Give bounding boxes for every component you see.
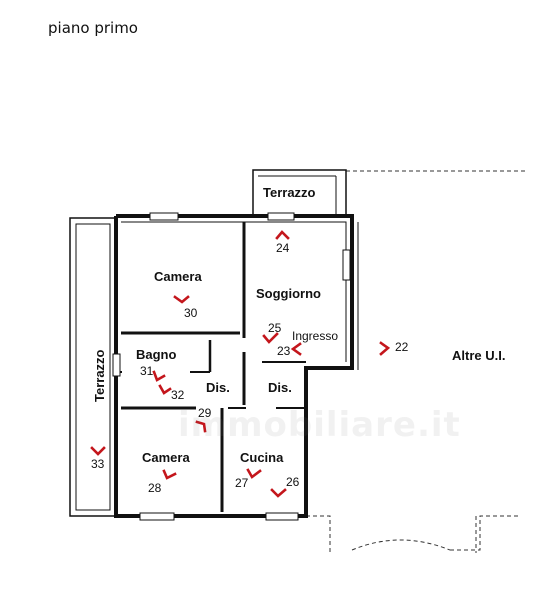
room-camera-bottom: Camera	[142, 450, 190, 465]
marker-30-icon	[173, 295, 190, 304]
page-title: piano primo	[48, 19, 138, 37]
point-27: 27	[235, 476, 249, 490]
marker-23-icon	[290, 342, 302, 356]
marker-29-icon	[195, 420, 207, 433]
point-32: 32	[171, 388, 185, 402]
room-dis-left: Dis.	[206, 380, 230, 395]
marker-27-icon	[246, 468, 262, 479]
point-29: 29	[198, 406, 212, 420]
photo-markers	[90, 230, 391, 498]
interior-walls	[116, 222, 306, 512]
point-23: 23	[277, 344, 291, 358]
marker-33-icon	[90, 446, 106, 456]
room-altre-ui: Altre U.I.	[452, 348, 505, 363]
point-30: 30	[184, 306, 198, 320]
room-ingresso: Ingresso	[292, 329, 338, 343]
watermark: immobiliare.it	[178, 405, 461, 445]
point-33: 33	[91, 457, 105, 471]
point-25: 25	[268, 321, 282, 335]
marker-26-icon	[270, 488, 287, 498]
room-dis-right: Dis.	[268, 380, 292, 395]
point-24: 24	[276, 241, 290, 255]
room-camera-top: Camera	[154, 269, 202, 284]
point-22: 22	[395, 340, 409, 354]
windows	[112, 212, 351, 521]
room-bagno: Bagno	[136, 347, 177, 362]
marker-28-icon	[162, 469, 177, 480]
point-26: 26	[286, 475, 300, 489]
room-terrazzo-top: Terrazzo	[263, 185, 316, 200]
marker-24-icon	[275, 230, 290, 240]
dashed-boundary	[306, 170, 526, 553]
point-31: 31	[140, 364, 154, 378]
room-cucina: Cucina	[240, 450, 284, 465]
marker-22-icon	[379, 341, 391, 356]
point-28: 28	[148, 481, 162, 495]
marker-32-icon	[158, 384, 172, 395]
room-terrazzo-side: Terrazzo	[92, 349, 107, 402]
marker-31-icon	[152, 370, 166, 382]
marker-25-icon	[262, 332, 279, 344]
room-soggiorno: Soggiorno	[256, 286, 321, 301]
